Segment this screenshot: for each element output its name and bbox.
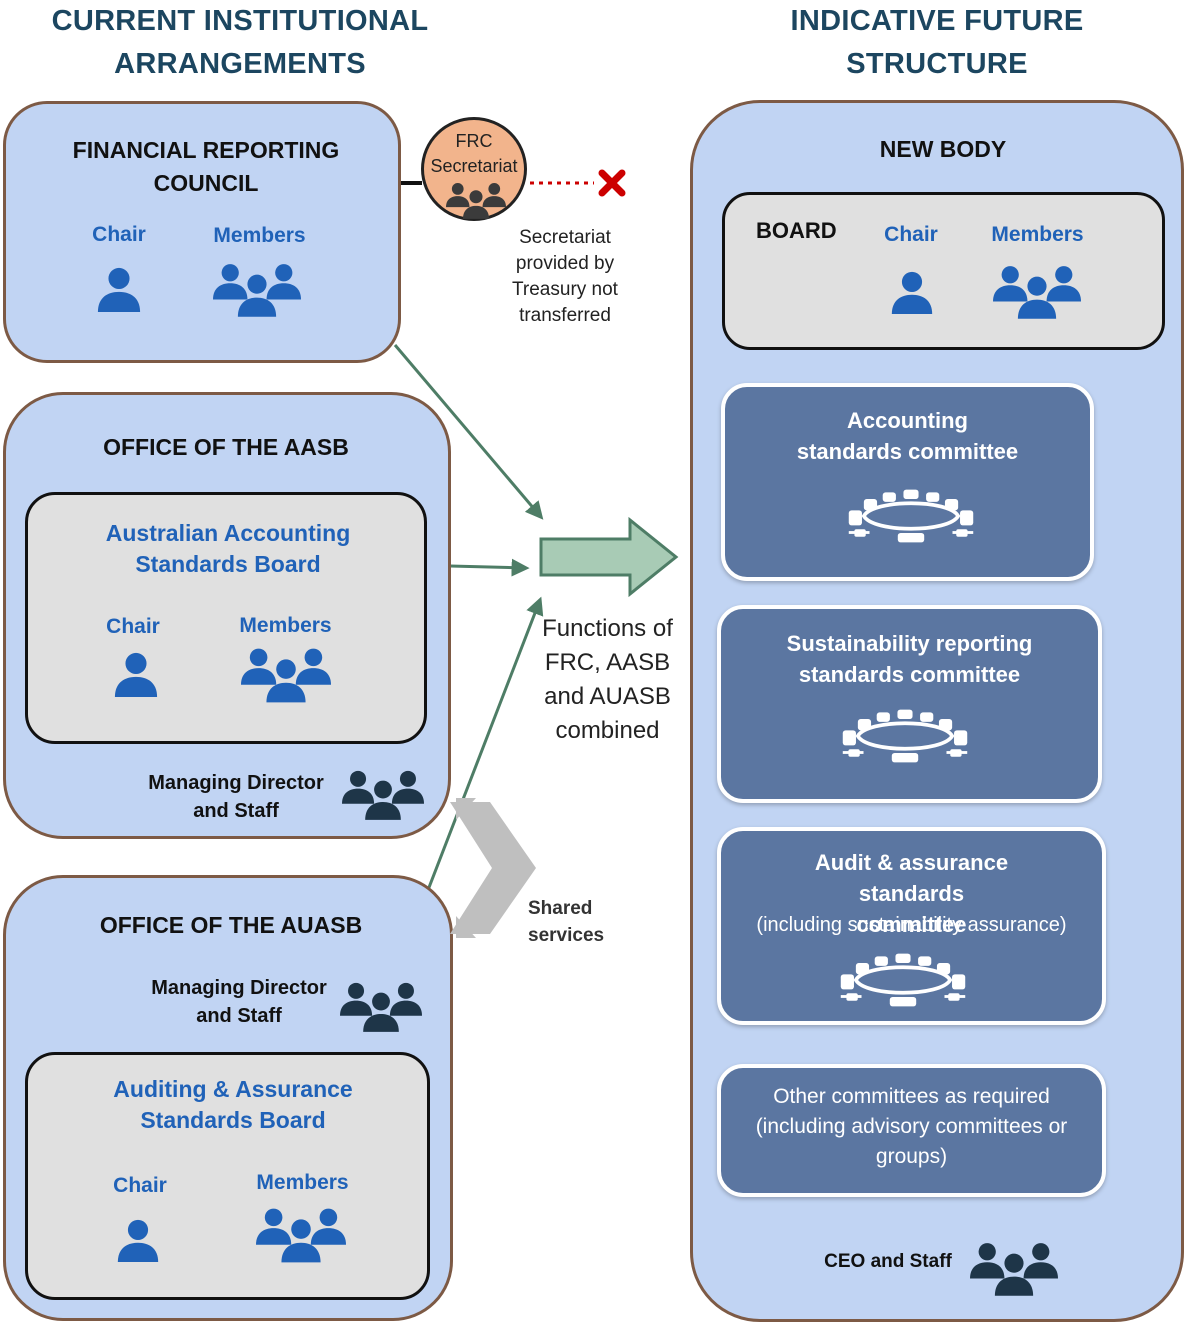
committee-subtitle: (including sustainability assurance)	[756, 914, 1067, 936]
new-body-title: NEW BODY	[879, 136, 1007, 162]
other-committees-text: Other committees as required (including …	[755, 1085, 1068, 1168]
board-members-label: Members	[991, 223, 1084, 246]
auasb-staff-label: Managing Director and Staff	[151, 977, 327, 1027]
auasb-chair-label: Chair	[113, 1174, 167, 1197]
sustainability-reporting-committee: Sustainability reporting standards commi…	[717, 605, 1102, 803]
aasb-board-title: Australian Accounting Standards Board	[105, 520, 351, 577]
not-transferred-x-icon	[598, 169, 626, 197]
aasb-members-icon	[241, 645, 331, 703]
frc-members-icon	[213, 261, 301, 317]
board-label: BOARD	[756, 218, 837, 243]
accounting-standards-committee: Accounting standards committee	[721, 383, 1094, 581]
frc-secretariat-label: FRC Secretariat	[430, 131, 518, 176]
heading-future-structure: INDICATIVE FUTURE STRUCTURE	[790, 5, 1084, 80]
new-body-panel: NEW BODY BOARD Chair Members Accounting …	[690, 100, 1184, 1322]
auasb-office-title: OFFICE OF THE AUASB	[99, 912, 363, 938]
aasb-office-panel: OFFICE OF THE AASB Australian Accounting…	[3, 392, 451, 839]
aasb-office-title: OFFICE OF THE AASB	[103, 434, 349, 460]
frc-to-new-body-line	[393, 344, 544, 520]
auasb-to-new-body-line	[426, 596, 544, 891]
board-chair-icon	[890, 269, 934, 315]
board-members-icon	[993, 263, 1081, 319]
committee-title: Sustainability reporting standards commi…	[786, 631, 1033, 687]
committee-title: Audit & assurance standards committee	[814, 850, 1009, 937]
heading-current-arrangements: CURRENT INSTITUTIONAL ARRANGEMENTS	[51, 5, 429, 80]
aasb-staff-label: Managing Director and Staff	[148, 772, 324, 822]
aasb-staff-icon	[342, 768, 424, 820]
new-body-board-box: BOARD Chair Members	[722, 192, 1165, 350]
secretariat-note: Secretariat provided by Treasury not tra…	[512, 227, 618, 326]
auasb-board-box: Auditing & Assurance Standards Board Cha…	[25, 1052, 430, 1300]
combined-functions-arrow	[539, 516, 679, 598]
auasb-chair-icon	[116, 1217, 160, 1263]
auasb-board-title: Auditing & Assurance Standards Board	[113, 1076, 353, 1133]
aasb-to-new-body-line	[449, 558, 530, 577]
ceo-staff-icon	[970, 1240, 1058, 1296]
auasb-staff-icon	[340, 980, 422, 1032]
board-chair-label: Chair	[884, 223, 938, 246]
frc-panel: FINANCIAL REPORTING COUNCIL Chair Member…	[3, 101, 401, 363]
aasb-board-box: Australian Accounting Standards Board Ch…	[25, 492, 427, 744]
auasb-members-label: Members	[256, 1171, 349, 1194]
committee-title: Accounting standards committee	[796, 408, 1019, 464]
aasb-chair-label: Chair	[106, 615, 160, 638]
secretariat-group-icon	[446, 181, 506, 219]
ceo-staff-label: CEO and Staff	[824, 1251, 952, 1272]
auasb-office-panel: OFFICE OF THE AUASB Managing Director an…	[3, 875, 453, 1321]
aasb-chair-icon	[113, 651, 159, 697]
frc-title: FINANCIAL REPORTING COUNCIL	[72, 137, 340, 196]
aasb-members-label: Members	[239, 614, 332, 637]
frc-chair-label: Chair	[92, 223, 146, 246]
other-committees-box: Other committees as required (including …	[717, 1064, 1106, 1197]
shared-services-arrow	[450, 798, 536, 938]
frc-members-label: Members	[213, 224, 306, 247]
meeting-table-icon	[845, 487, 977, 545]
frc-chair-icon	[96, 265, 142, 313]
audit-assurance-committee: Audit & assurance standards committee (i…	[717, 827, 1106, 1025]
shared-services-label: Shared services	[528, 898, 605, 946]
frc-secretariat-circle: FRC Secretariat	[421, 117, 527, 221]
functions-combined-text: Functions of FRC, AASB and AUASB combine…	[542, 615, 673, 744]
meeting-table-icon	[837, 951, 969, 1009]
auasb-members-icon	[256, 1205, 346, 1263]
meeting-table-icon	[839, 707, 971, 765]
